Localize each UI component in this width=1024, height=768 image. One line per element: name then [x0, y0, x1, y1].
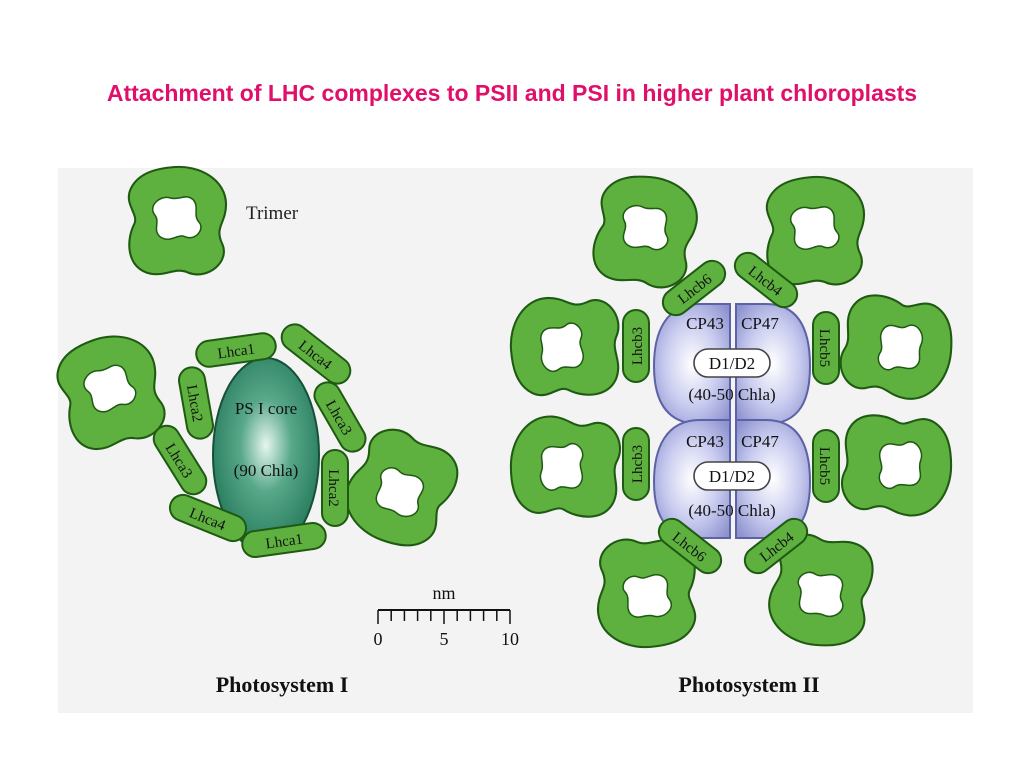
scale-tick-0: 0 [374, 629, 383, 649]
cp47-label: CP47 [741, 432, 779, 451]
psi-subunit-lhca2-right: Lhca2 [321, 449, 349, 527]
psi-subunit-lhca2-left: Lhca2 [178, 366, 214, 440]
photosystem-1: PS I core (90 Chla) Lhca1 Lhca4 Lhca2 Lh… [44, 322, 468, 697]
psi-core-chl: (90 Chla) [234, 461, 299, 480]
psii-subunit-lhcb3-lower: Lhcb3 [622, 427, 650, 501]
scale-unit: nm [432, 583, 455, 603]
psi-core-label: PS I core [235, 399, 297, 418]
svg-text:Lhca2: Lhca2 [183, 384, 205, 424]
slide-title: Attachment of LHC complexes to PSII and … [106, 80, 918, 106]
cp43-label: CP43 [686, 432, 724, 451]
chl-label: (40-50 Chla) [688, 501, 775, 520]
svg-text:Lhcb3: Lhcb3 [630, 445, 646, 483]
svg-text:Lhcb3: Lhcb3 [630, 327, 646, 365]
psii-trimer-mid-right-upper [836, 291, 957, 404]
d1d2-label: D1/D2 [709, 467, 755, 486]
chl-label: (40-50 Chla) [688, 385, 775, 404]
psi-caption: Photosystem I [216, 672, 349, 697]
photosystem-2: CP43 CP47 D1/D2 (40-50 Chla) CP43 CP47 D… [505, 171, 957, 697]
psii-trimer-mid-left-upper [505, 290, 626, 403]
svg-text:Lhcb5: Lhcb5 [816, 329, 832, 367]
svg-text:Lhcb5: Lhcb5 [816, 447, 832, 485]
psii-subunit-lhcb5-upper: Lhcb5 [812, 311, 840, 385]
scale-tick-5: 5 [440, 629, 449, 649]
cp47-label: CP47 [741, 314, 779, 333]
psii-subunit-lhcb6-top: Lhcb6 [661, 259, 727, 317]
cp43-label: CP43 [686, 314, 724, 333]
psi-subunit-lhca1-top: Lhca1 [195, 332, 277, 368]
d1d2-box [693, 348, 771, 378]
trimer-legend: Trimer [121, 161, 299, 282]
psii-trimer-top-left [589, 171, 702, 292]
trimer-icon [121, 161, 234, 282]
psi-subunit-lhca4-bottom: Lhca4 [168, 493, 248, 543]
psi-subunit-lhca1-bottom: Lhca1 [241, 521, 327, 559]
scale-tick-10: 10 [501, 629, 519, 649]
svg-text:Lhca2: Lhca2 [325, 469, 341, 506]
svg-text:Lhca1: Lhca1 [265, 531, 304, 552]
psii-subunit-lhcb3-upper: Lhcb3 [622, 309, 650, 383]
scale-bar: nm 0 5 10 [374, 583, 520, 649]
psii-trimer-mid-right-lower [840, 414, 953, 517]
psii-monomer-upper: CP43 CP47 D1/D2 (40-50 Chla) [652, 303, 812, 425]
psii-trimer-mid-left-lower [509, 415, 622, 518]
trimer-label: Trimer [246, 203, 299, 224]
psii-subunit-lhcb5-lower: Lhcb5 [812, 429, 840, 503]
svg-text:Lhca1: Lhca1 [217, 341, 256, 362]
psii-caption: Photosystem II [678, 672, 819, 697]
d1d2-box [693, 461, 771, 491]
d1d2-label: D1/D2 [709, 354, 755, 373]
psii-subunit-lhcb4-top: Lhcb4 [733, 251, 799, 309]
